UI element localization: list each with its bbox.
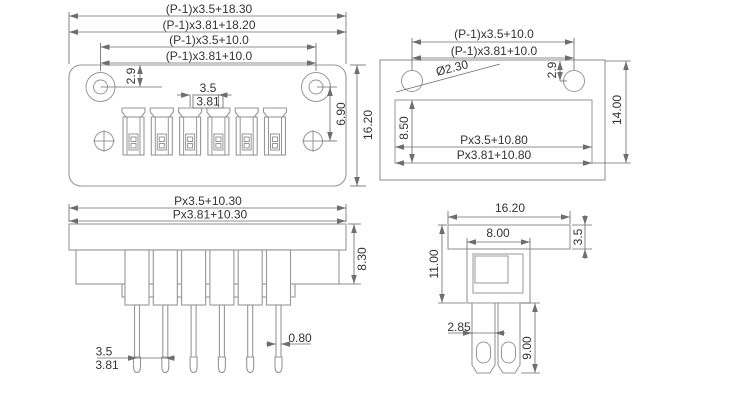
- dim-overall-width-381: (P-1)x3.81+18.20: [162, 18, 255, 32]
- dim-end-body-height: 11.00: [427, 249, 441, 278]
- leg-oval-hole: [476, 341, 491, 364]
- side-body-height-dim: 8.30: [339, 223, 369, 285]
- dim-end-body-width: 8.00: [486, 226, 510, 240]
- end-leg-left: [471, 302, 496, 374]
- end-body-inner-outline: [472, 253, 524, 294]
- leg-oval-hole: [501, 341, 516, 364]
- end-body: [466, 248, 531, 304]
- side-body: [75, 249, 340, 285]
- panel-cutout-outline: [394, 99, 593, 164]
- front-screw-offset-dim: 6.90: [317, 86, 348, 142]
- end-flange: [447, 224, 571, 250]
- front-view: (P-1)x3.5+18.30 (P-1)x3.81+18.20 (P-1)x3…: [68, 2, 375, 187]
- end-view: 16.20 8.00 3.5 11.00 2.85: [427, 201, 592, 374]
- dim-screw-offset: 6.90: [334, 102, 348, 126]
- end-body-height-dim: 11.00: [427, 224, 466, 304]
- end-body-cavity: [474, 255, 509, 284]
- dim-cutout-hole-span-35: (P-1)x3.5+10.0: [454, 27, 534, 41]
- dim-cutout-width-35: Px3.5+10.80: [460, 133, 528, 147]
- side-pins: [132, 304, 283, 374]
- dim-end-flange-width: 16.20: [495, 201, 525, 215]
- end-body-width-dim: 8.00: [466, 226, 531, 249]
- dim-cutout-height: 8.50: [397, 116, 411, 140]
- dim-overall-height: 16.20: [361, 110, 375, 140]
- panel-hole-left: [401, 70, 423, 92]
- dim-side-width-381: Px3.81+10.30: [173, 208, 248, 222]
- side-view: Px3.5+10.30 Px3.81+10.30 8.30 3.5 3.81 0…: [68, 194, 369, 374]
- leg-width-dim: 2.85: [447, 320, 505, 336]
- dim-side-width-35: Px3.5+10.30: [174, 194, 242, 208]
- side-flange: [68, 223, 347, 251]
- dim-leg-length: 9.00: [520, 336, 534, 360]
- panel-cutout-view: (P-1)x3.5+10.0 (P-1)x3.81+10.0 Ø2.30 2.9…: [379, 27, 631, 181]
- cutout-hole-offset-dim: 2.9: [545, 61, 567, 82]
- end-flange-thickness-dim: 3.5: [571, 215, 592, 259]
- dim-pin-pitch-381: 3.81: [95, 358, 119, 372]
- pin-width-dim: 0.80: [266, 331, 312, 347]
- dim-cutout-width-381: Px3.81+10.80: [457, 148, 532, 162]
- dim-hole-offset: 2.9: [124, 67, 138, 84]
- pin-pitch-dim: 3.5 3.81: [95, 345, 175, 372]
- cutout-hole-span-dims: (P-1)x3.5+10.0 (P-1)x3.81+10.0: [411, 27, 575, 70]
- dim-panel-height: 14.00: [610, 95, 624, 125]
- panel-height-dim: 14.00: [592, 60, 631, 164]
- front-pitch-dim: 3.5 3.81: [177, 81, 232, 109]
- dim-pin-pitch-35: 3.5: [96, 345, 113, 359]
- cutout-width-dims: Px3.5+10.80 Px3.81+10.80: [395, 133, 592, 166]
- dim-cutout-hole-offset: 2.9: [545, 61, 559, 78]
- dim-hole-span-381: (P-1)x3.81+10.0: [166, 49, 253, 63]
- dim-pitch-381: 3.81: [196, 95, 220, 109]
- panel-outline: [379, 59, 606, 181]
- front-height-dim: 16.20: [350, 64, 375, 187]
- end-flange-width-dim: 16.20: [447, 201, 571, 224]
- dim-hole-span-35: (P-1)x3.5+10.0: [169, 33, 249, 47]
- screw-left: [93, 130, 115, 152]
- cutout-height-dim: 8.50: [397, 100, 415, 163]
- dim-leg-width: 2.85: [447, 320, 471, 334]
- dim-side-body-height: 8.30: [355, 247, 369, 271]
- dim-pitch-35: 3.5: [200, 81, 217, 95]
- side-width-dims: Px3.5+10.30 Px3.81+10.30: [68, 194, 347, 224]
- end-leg-right: [497, 302, 521, 374]
- dim-end-flange-thickness: 3.5: [571, 228, 585, 245]
- leg-length-dim: 9.00: [520, 302, 540, 374]
- front-hole-offset-dim: 2.9: [100, 65, 162, 88]
- dim-overall-width-35: (P-1)x3.5+18.30: [166, 2, 253, 16]
- front-width-dims: (P-1)x3.5+18.30 (P-1)x3.81+18.20 (P-1)x3…: [68, 2, 347, 71]
- dim-cutout-hole-span-381: (P-1)x3.81+10.0: [451, 44, 538, 58]
- dim-pin-width: 0.80: [288, 331, 312, 345]
